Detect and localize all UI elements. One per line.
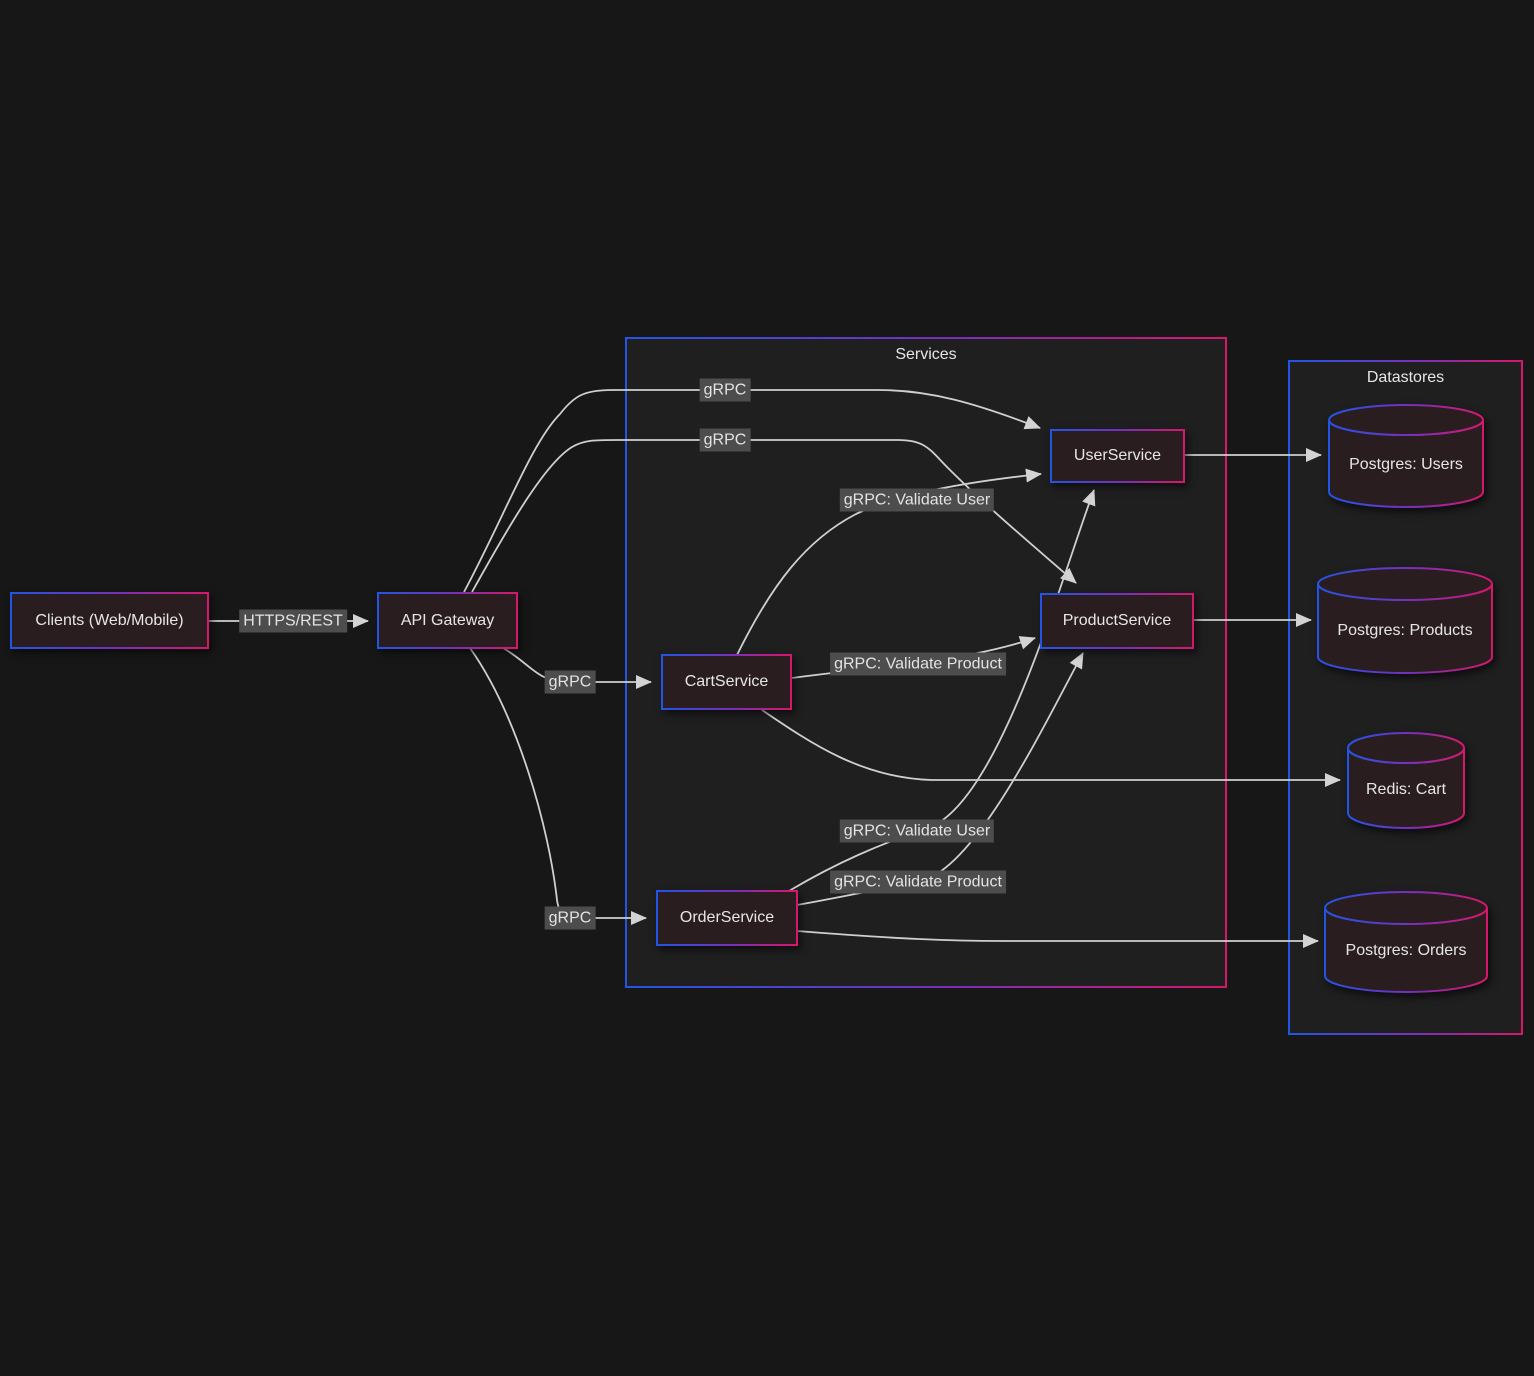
edge-label-order-validate-user: gRPC: Validate User <box>839 819 995 843</box>
node-product-service: ProductService <box>1040 593 1194 649</box>
subgraph-datastores-title: Datastores <box>1366 369 1445 386</box>
edge-label-grpc-order: gRPC <box>544 906 596 930</box>
node-order-service-label: OrderService <box>679 909 775 926</box>
datastore-pg-orders-label: Postgres: Orders <box>1345 942 1467 959</box>
node-cart-service: CartService <box>661 654 792 710</box>
datastore-pg-products-label: Postgres: Products <box>1337 622 1473 639</box>
node-cart-service-label: CartService <box>684 673 769 690</box>
node-clients-label: Clients (Web/Mobile) <box>35 611 184 629</box>
node-api-gateway-label: API Gateway <box>400 611 495 629</box>
edge-label-cart-validate-product: gRPC: Validate Product <box>830 652 1006 676</box>
edge-label-grpc-cart: gRPC <box>544 670 596 694</box>
edge-label-cart-validate-user: gRPC: Validate User <box>839 488 995 512</box>
node-user-service-label: UserService <box>1073 447 1162 464</box>
edge-label-order-validate-product: gRPC: Validate Product <box>830 870 1006 894</box>
subgraph-services-title: Services <box>895 346 957 363</box>
datastore-pg-users-label: Postgres: Users <box>1349 456 1463 473</box>
edge-label-https-rest: HTTPS/REST <box>239 609 347 633</box>
node-api-gateway: API Gateway <box>377 592 518 649</box>
edge-label-grpc-user: gRPC <box>699 378 751 402</box>
node-user-service: UserService <box>1050 429 1185 483</box>
datastore-redis-cart-label: Redis: Cart <box>1365 781 1447 798</box>
edge-label-grpc-product: gRPC <box>699 428 751 452</box>
node-clients: Clients (Web/Mobile) <box>10 592 209 649</box>
node-product-service-label: ProductService <box>1062 612 1172 629</box>
node-order-service: OrderService <box>656 890 798 946</box>
